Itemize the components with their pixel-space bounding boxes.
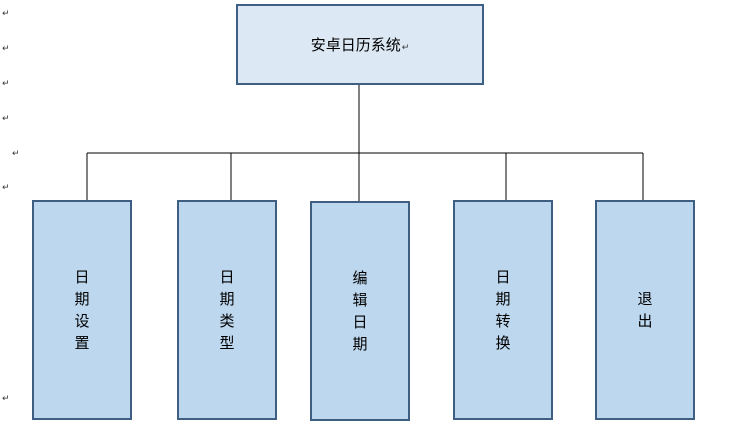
root-node-label: 安卓日历系统↵ [310,36,410,54]
root-node: 安卓日历系统↵ [236,4,484,85]
paragraph-mark: ↵ [12,149,20,159]
child-node-edit-date: 编辑日期 [310,201,410,421]
child-node-date-conversion: 日期转换 [453,200,553,420]
child-node-label: 日期转换 [495,268,511,352]
child-node-exit: 退出 [595,200,695,420]
paragraph-mark: ↵ [2,394,10,404]
child-node-date-settings: 日期设置 [32,200,132,420]
paragraph-mark: ↵ [2,9,10,19]
paragraph-mark: ↵ [2,44,10,54]
paragraph-mark: ↵ [2,79,10,89]
child-node-label: 编辑日期 [352,269,368,353]
paragraph-mark: ↵ [2,183,10,193]
paragraph-mark: ↵ [2,114,10,124]
child-node-label: 日期类型 [219,268,235,352]
child-node-label: 退出 [637,290,653,330]
child-node-label: 日期设置 [74,268,90,352]
child-node-date-type: 日期类型 [177,200,277,420]
